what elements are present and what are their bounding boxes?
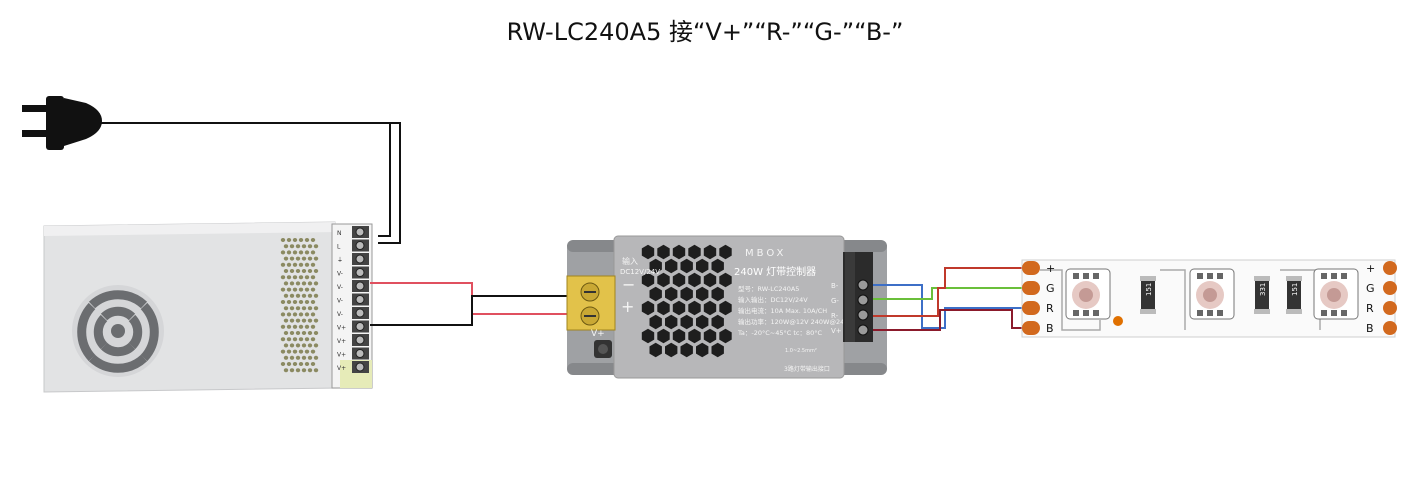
wire-spec: 1.0~2.5mm²	[785, 348, 817, 354]
brand-logo: MBOX	[745, 248, 786, 259]
strip-solder-pads	[1022, 261, 1397, 335]
output-terminal-label: B-	[831, 282, 839, 290]
output-terminal: B-	[831, 279, 869, 291]
output-label: 3路灯带输出接口	[784, 365, 830, 373]
diagram-title: RW-LC240A5 接“V+”“R-”“G-”“B-”	[506, 18, 904, 46]
psu-terminal-label: V+	[337, 352, 346, 359]
psu-terminal: L	[337, 239, 369, 252]
spec-lines: 型号：RW-LC240A5 输入输出：DC12V/24V 输出电流：10A Max.…	[737, 284, 849, 337]
strip-pin-label: B	[1366, 322, 1374, 335]
honeycomb-vent	[641, 244, 732, 358]
psu-terminal: V+	[337, 361, 369, 373]
strip-pin-label: B	[1046, 322, 1054, 335]
psu-terminal-label: V-	[337, 271, 343, 278]
spec-line: 型号：RW-LC240A5	[738, 284, 799, 293]
strip-pin-label: +	[1366, 262, 1375, 275]
psu-terminal-label: N	[337, 230, 342, 237]
resistor-code: 151	[1291, 283, 1299, 296]
psu-terminal: V+	[337, 320, 369, 333]
output-terminal: G-	[831, 294, 869, 306]
psu-terminal-label: V-	[337, 298, 343, 305]
psu-terminal: N	[337, 226, 369, 238]
led-controller: 输入 DC12V/24V − + V+ MBOX 240W 灯带控制器 型号：R…	[566, 235, 887, 379]
plus-sign: +	[621, 297, 634, 316]
psu-terminal: V-	[337, 266, 369, 279]
vent-holes	[280, 238, 319, 373]
smd-resistor: 331	[1254, 276, 1270, 314]
psu-terminal-label: V-	[337, 311, 343, 318]
output-terminal: R-	[831, 309, 869, 321]
psu-terminal: V-	[337, 293, 369, 306]
output-terminal-label: G-	[831, 297, 839, 305]
rgb-led-chip	[1065, 268, 1111, 320]
psu-output-wires	[370, 282, 570, 326]
output-terminal-label: R-	[831, 312, 839, 320]
smd-resistor: 151	[1286, 276, 1302, 314]
spec-line: Ta：-20°C~45°C tc：80°C	[737, 329, 822, 337]
power-plug-icon	[22, 96, 102, 150]
psu-terminal-label: L	[337, 244, 341, 251]
minus-sign: −	[622, 275, 635, 294]
vplus-label: V+	[591, 329, 605, 339]
psu-terminal-label: V+	[337, 338, 346, 345]
resistor-code: 151	[1145, 283, 1153, 296]
psu-terminal: V+	[337, 334, 369, 346]
rgb-channel-wires	[873, 267, 1022, 331]
rgb-led-chip	[1189, 268, 1235, 320]
strip-pin-label: R	[1366, 302, 1374, 315]
fan-icon	[72, 285, 164, 377]
psu-terminal-label: ⏚	[337, 257, 343, 264]
spec-line: 输出功率：120W@12V 240W@24V	[738, 317, 849, 326]
rgb-led-chip	[1313, 268, 1359, 320]
power-supply-unit: NL ⏚ V- V- V- V- V+ V+ V+ V+	[43, 221, 373, 393]
psu-terminal: V-	[337, 280, 369, 292]
model-title: 240W 灯带控制器	[734, 265, 816, 278]
smd-resistor: 151	[1140, 276, 1156, 314]
output-terminal-label: V+	[831, 327, 842, 335]
input-voltage: DC12V/24V	[620, 268, 660, 276]
psu-terminal-label: V+	[337, 365, 346, 372]
psu-terminal: ⏚	[337, 253, 369, 265]
psu-terminal-label: V-	[337, 284, 343, 291]
psu-terminal: V+	[337, 347, 369, 360]
output-terminal: V+	[831, 324, 869, 336]
output-terminal-block: B- G- R- V+	[831, 279, 869, 336]
strip-pin-label: +	[1046, 262, 1055, 275]
strip-pin-label: G	[1366, 282, 1375, 295]
mains-cable	[100, 122, 401, 244]
spec-line: 输出电流：10A Max. 10A/CH	[738, 306, 827, 315]
resistor-code: 331	[1259, 283, 1267, 296]
strip-pin-label: G	[1046, 282, 1055, 295]
input-label: 输入	[622, 256, 638, 266]
spec-line: 输入输出：DC12V/24V	[738, 295, 808, 304]
psu-terminal-block: NL ⏚ V- V- V- V- V+ V+ V+ V+	[337, 226, 369, 373]
strip-pin-label: R	[1046, 302, 1054, 315]
psu-terminal: V-	[337, 307, 369, 319]
psu-terminal-label: V+	[337, 325, 346, 332]
